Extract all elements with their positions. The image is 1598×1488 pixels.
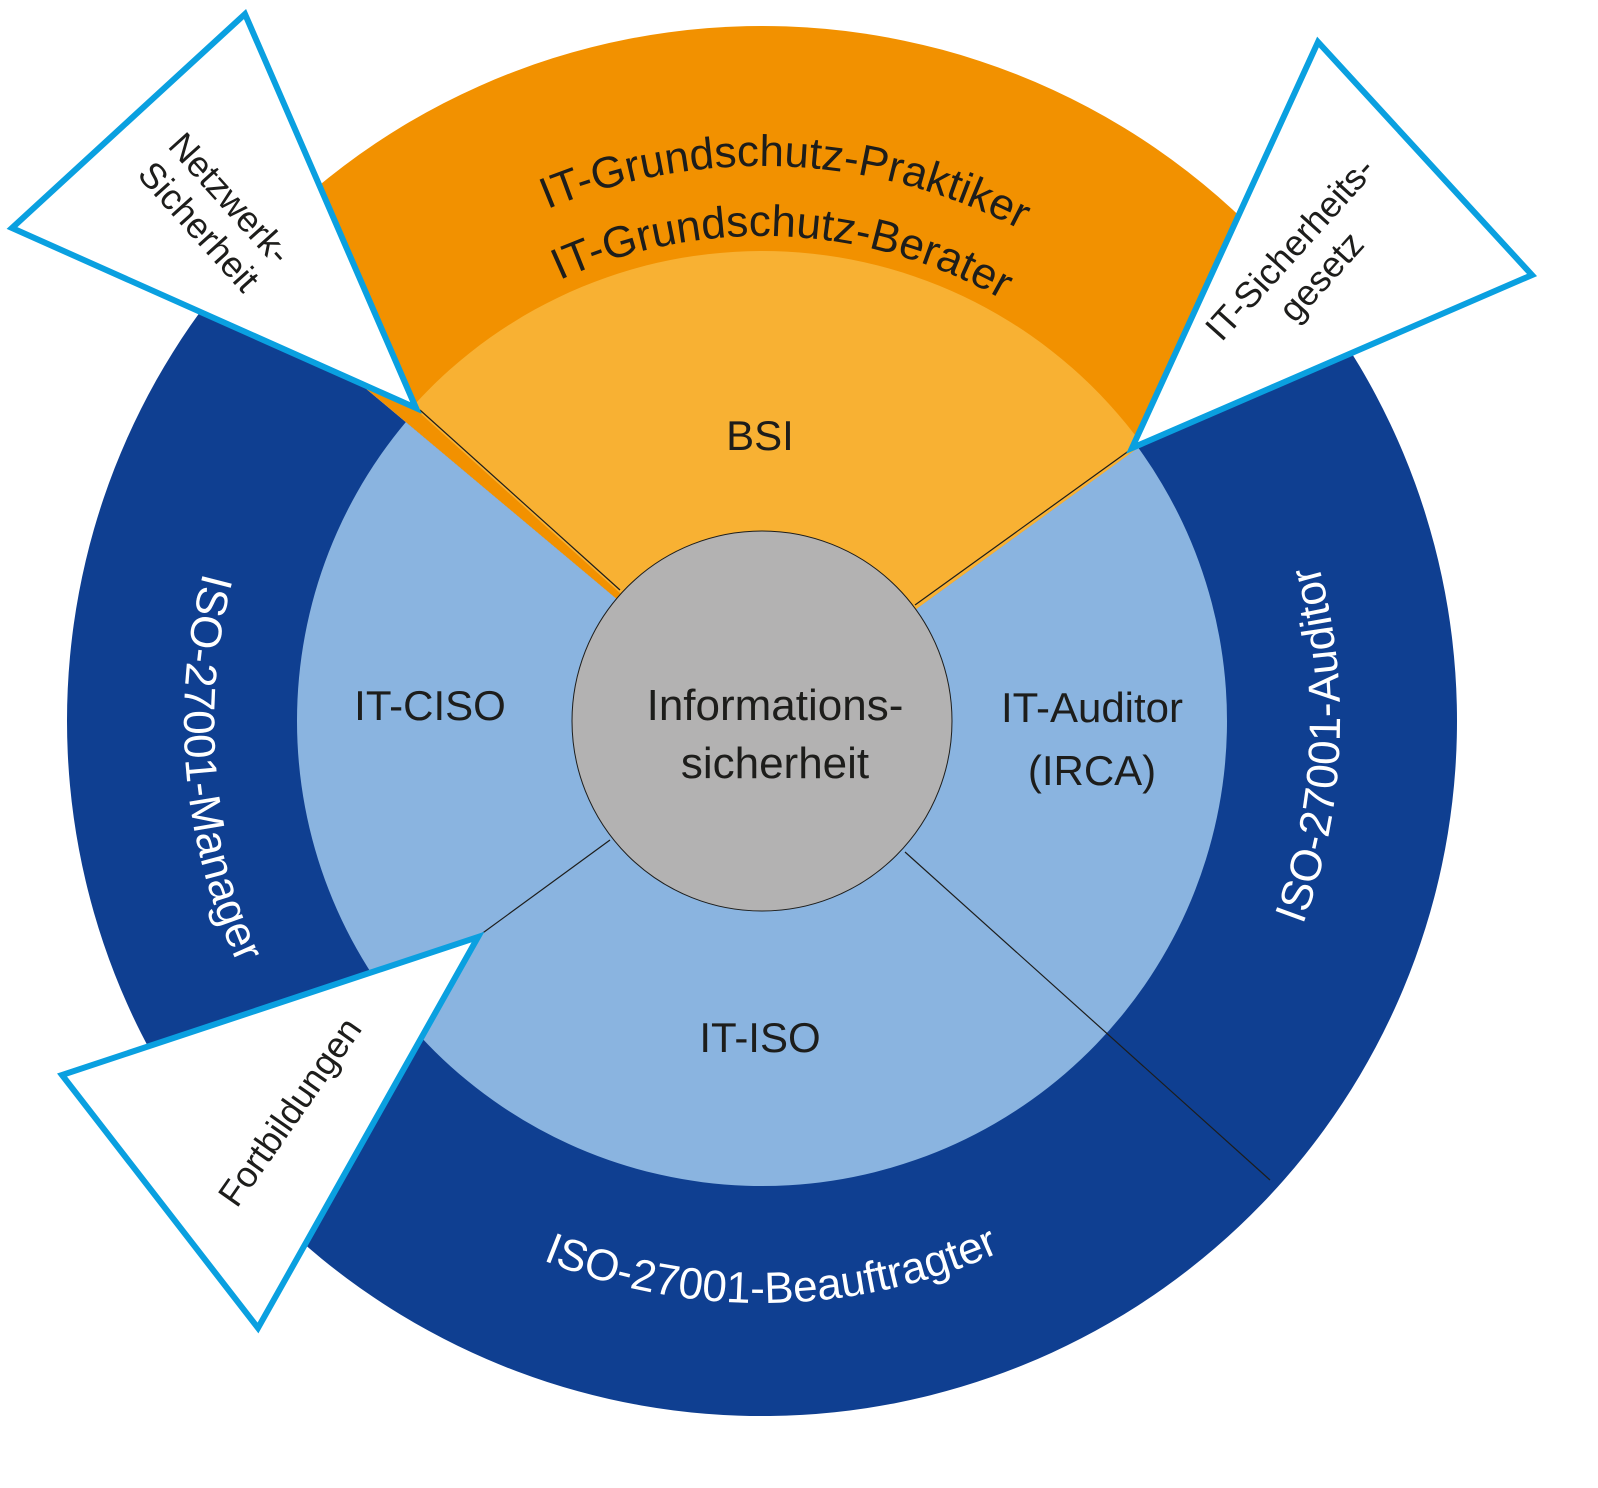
divider-line-top-right [914,449,1131,606]
triangle-it-sicherheitsgesetz: IT-Sicherheits- gesetz [1126,36,1538,454]
label-irca: (IRCA) [1028,747,1156,794]
divider-line-top-left [419,409,621,591]
triangle-fortbildungen: Fortbildungen [57,931,485,1334]
label-sicherheit: sicherheit [681,739,869,788]
label-bsi: BSI [726,412,794,459]
label-it-auditor: IT-Auditor [1001,684,1183,731]
divider-line-bottom-right [904,851,1271,1181]
divider-line-bottom-left [479,839,611,936]
center-circle [571,530,953,912]
label-it-ciso: IT-CISO [354,682,506,729]
label-informations: Informations- [647,681,904,730]
label-it-iso: IT-ISO [699,1014,820,1061]
inner-sector-bsi [412,250,1143,721]
triangle-netzwerk-sicherheit: Netzwerk- Sicherheit [6,8,422,414]
